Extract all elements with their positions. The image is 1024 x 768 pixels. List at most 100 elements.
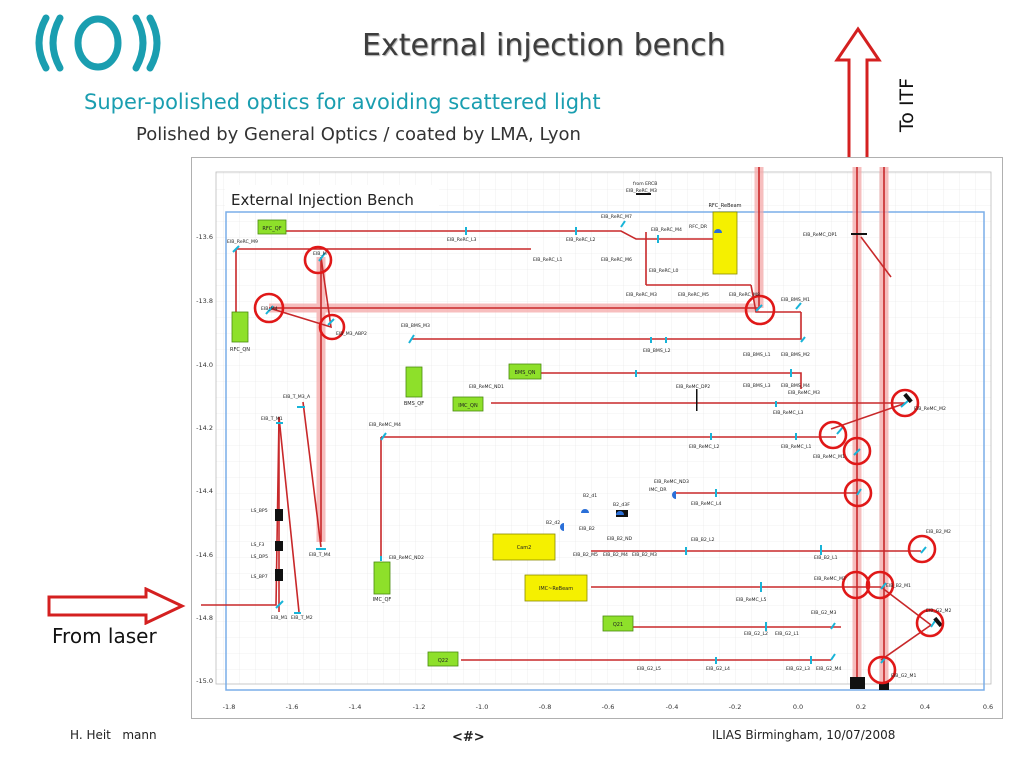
- footer-page-number: <#>: [452, 730, 485, 745]
- optic-label: EIB_BMS_L3: [743, 383, 771, 389]
- optic-label: B2_d2: [546, 520, 560, 526]
- optic-label: EIB_G2_L4: [706, 666, 730, 672]
- optic-label: EIB_ReRC_L0: [649, 268, 679, 274]
- optic-label: EIB_G2_L2: [744, 631, 768, 637]
- ego-logo: [35, 14, 161, 72]
- optic-label: EIB_ReMC_L1: [781, 444, 812, 450]
- x-tick: -1.4: [349, 703, 362, 711]
- bench-diagram: External Injection Bench -13.6 -13.8 -14…: [191, 157, 1003, 719]
- component-label: RFC_QF: [262, 226, 281, 232]
- optic-label: LS_DP5: [251, 554, 268, 560]
- optic-label: EIB_BMS_M1: [781, 297, 810, 303]
- optic-label: EIB_G2_L5: [637, 666, 661, 672]
- optic-label: EIB_ReRC_L1: [533, 257, 563, 263]
- component-label: RFC_ReBeam: [708, 203, 741, 209]
- x-tick: 0.2: [856, 703, 866, 711]
- optic-label: EIB_T_M3_A: [283, 394, 311, 400]
- optic-label: EIB_ReRC_M7: [601, 214, 632, 220]
- optic-label: B2_d3F: [613, 502, 630, 508]
- optic-label: EIB_ReMC_M7: [814, 576, 846, 582]
- x-tick: -1.0: [476, 703, 489, 711]
- from-laser-arrow-icon: [47, 587, 186, 625]
- optic-label: EIB_G2_M1: [891, 673, 916, 679]
- optic-label: EIB_BMS_M4: [781, 383, 810, 389]
- optic-label: EIB_ReRC_M9: [227, 239, 258, 245]
- optic-label: EIB_B2_ND: [607, 536, 633, 542]
- y-tick: -14.0: [196, 361, 213, 369]
- optic-label: B2_d1: [583, 493, 597, 499]
- optic-label: EIB_M4: [261, 306, 278, 312]
- component-label: IMC_QN: [458, 403, 478, 409]
- y-tick: -13.8: [196, 297, 213, 305]
- optic-label: EIB_G2_M3: [811, 610, 836, 616]
- optic-label: EIB_ReMC_ND2: [389, 555, 424, 561]
- component-label: BMS_QF: [404, 401, 424, 407]
- optic-label: EIB_ReRC_M3: [626, 188, 657, 194]
- component-label: Q21: [613, 622, 623, 628]
- component-label: IMC_QF: [373, 597, 392, 603]
- optic-label: EIB_M1: [271, 615, 288, 621]
- x-tick: -0.2: [729, 703, 742, 711]
- x-tick: 0.0: [793, 703, 803, 711]
- page-subtitle: Super-polished optics for avoiding scatt…: [84, 90, 601, 114]
- component-label: Q22: [438, 658, 448, 664]
- optic-label: EIB_BMS_M2: [781, 352, 810, 358]
- bench-outline: [225, 211, 985, 691]
- page-subtitle-secondary: Polished by General Optics / coated by L…: [136, 124, 581, 145]
- optic-label: EIB_ReMC_L3: [773, 410, 804, 416]
- optic-label: EIB_M3_ABP2: [336, 331, 367, 337]
- optic-label: EIB_ReMC_M4: [369, 422, 401, 428]
- optic-label: from ERCB: [633, 181, 657, 187]
- super-polished-optic-markers: [253, 245, 945, 685]
- y-tick: -15.0: [196, 677, 213, 685]
- optic-label: EIB_T_M1: [261, 416, 283, 422]
- optic-label: EIB_BMS_L1: [743, 352, 771, 358]
- component-label: Cam2: [517, 545, 532, 551]
- optic-label: LS_BP5: [251, 508, 268, 514]
- optic-label: EIB_ReRC_M3: [626, 292, 657, 298]
- optic-label: EIB_ReMC_DP1: [803, 232, 837, 238]
- component-label: IMC~ReBeam: [539, 586, 573, 592]
- optic-label: EIB_B2_M4: [603, 552, 628, 558]
- x-tick: -0.4: [666, 703, 679, 711]
- from-laser-label: From laser: [52, 624, 157, 648]
- optic-label: EIB_G2_M4: [816, 666, 841, 672]
- optic-label: EIB_M: [313, 251, 327, 257]
- optic-label: EIB_ReRC_L3: [447, 237, 477, 243]
- optic-label: EIB_B2_M5: [573, 552, 598, 558]
- y-tick: -14.8: [196, 614, 213, 622]
- x-tick: -1.2: [413, 703, 426, 711]
- optic-label: EIB_G2_M2: [926, 608, 951, 614]
- optic-label: EIB_ReMC_ND1: [469, 384, 504, 390]
- optic-label: EIB_ReMC_L2: [689, 444, 720, 450]
- x-tick: -1.6: [286, 703, 299, 711]
- optic-label: EIB_ReMC_L5: [736, 597, 767, 603]
- optic-label: LS_BP7: [251, 574, 268, 580]
- optic-label: EIB_BMS_M3: [401, 323, 430, 329]
- to-itf-arrow-icon: [834, 26, 882, 161]
- optic-label: EIB_B2_L1: [814, 555, 838, 561]
- y-tick: -14.6: [196, 551, 213, 559]
- optic-label: EIB_B2_L2: [691, 537, 715, 543]
- x-tick: -1.8: [223, 703, 236, 711]
- optic-label: EIB_ReMC_DP2: [676, 384, 710, 390]
- optic-label: EIB_B2: [579, 526, 595, 532]
- optic-label: LS_F3: [251, 542, 264, 548]
- optic-label: EIB_BMS_L2: [643, 348, 671, 354]
- optic-label: EIB_G2_L3: [786, 666, 810, 672]
- optic-label: RFC_DR: [689, 224, 708, 230]
- optic-label: EIB_ReMC_L4: [691, 501, 722, 507]
- component-label: BMS_QN: [514, 370, 535, 376]
- optic-label: EIB_ReMC_M1: [813, 454, 845, 460]
- footer-event: ILIAS Birmingham, 10/07/2008: [712, 728, 896, 742]
- y-tick: -13.6: [196, 233, 213, 241]
- optic-label: EIB_ReMC_M2: [914, 406, 946, 412]
- optic-label: EIB_ReMC_ND3: [654, 479, 689, 485]
- bench-title: External Injection Bench: [231, 191, 414, 209]
- y-tick: -14.2: [196, 424, 213, 432]
- optic-label: EIB_ReRC_M6: [601, 257, 632, 263]
- optic-label: EIB_B2_M3: [632, 552, 657, 558]
- optic-label: EIB_T_M2: [291, 615, 313, 621]
- x-tick: 0.4: [920, 703, 930, 711]
- optic-label: EIB_ReRC_M5: [678, 292, 709, 298]
